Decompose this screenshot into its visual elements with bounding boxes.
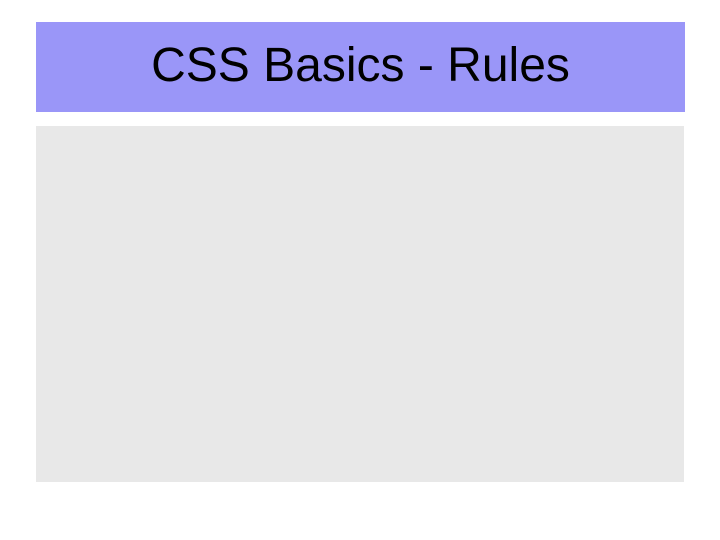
slide-content-placeholder: [36, 126, 684, 482]
slide-title: CSS Basics - Rules: [151, 39, 570, 92]
slide-title-bar: CSS Basics - Rules: [36, 22, 685, 112]
